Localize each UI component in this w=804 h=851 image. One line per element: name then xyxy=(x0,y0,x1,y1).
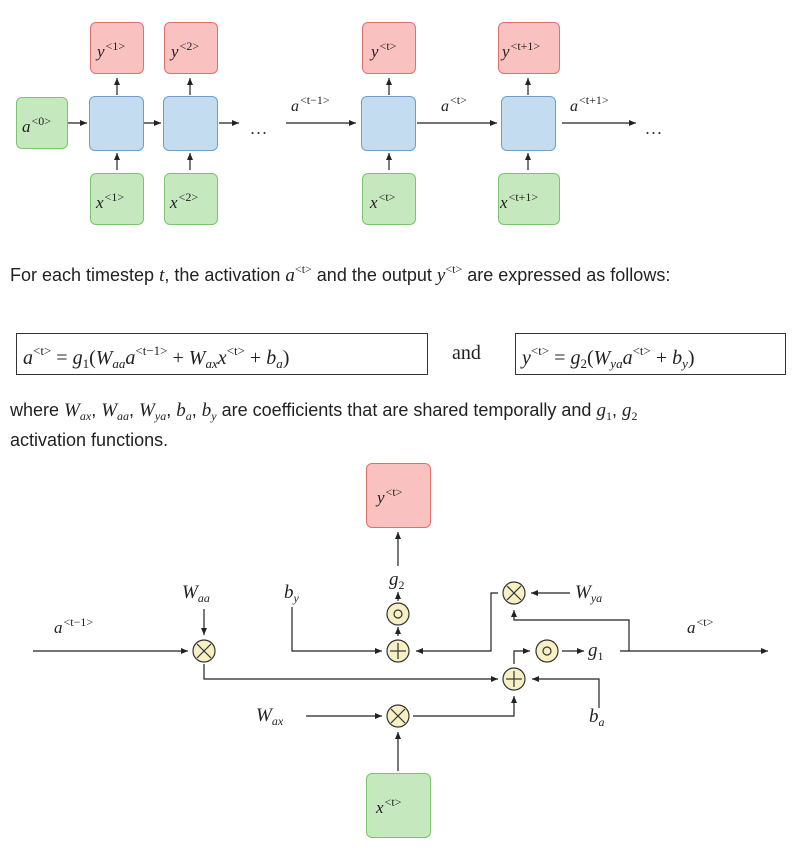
a-input-label: a<t−1> xyxy=(54,615,94,637)
activation-equation: a<t> = g1(Waaa<t−1> + Waxx<t> + ba) xyxy=(16,333,428,375)
activation-icon-g1 xyxy=(535,639,559,663)
ellipsis-2: ... xyxy=(645,118,664,138)
x2-label: x<2> xyxy=(170,190,199,212)
a0-label: a<0> xyxy=(22,114,52,136)
Wax-label: Wax xyxy=(256,705,284,728)
a-output-label: a<t> xyxy=(687,615,714,637)
yt-label: y<t> xyxy=(371,39,397,61)
x-input-label: x<t> xyxy=(376,795,402,817)
yt1-label: y<t+1> xyxy=(502,39,541,61)
ba-label: ba xyxy=(589,706,605,729)
xt1-label: x<t+1> xyxy=(500,190,539,212)
xt1-input-box xyxy=(498,173,560,225)
activation-icon-g2 xyxy=(386,602,410,626)
Waa-label: Waa xyxy=(182,582,210,605)
yt1-output-box xyxy=(498,22,560,74)
sentence-timestep: For each timestep t, the activation a<t>… xyxy=(10,262,671,286)
y-output-box xyxy=(366,463,431,528)
multiply-icon-wya xyxy=(502,581,526,605)
output-equation: y<t> = g2(Wyaa<t> + by) xyxy=(515,333,786,375)
y1-output-box xyxy=(90,22,144,74)
x1-label: x<1> xyxy=(96,190,125,212)
a-tm1-label: a<t−1> xyxy=(291,93,330,115)
xt-input-box xyxy=(362,173,416,225)
sentence-coefficients-line2: activation functions. xyxy=(10,430,169,450)
a-t-label: a<t> xyxy=(441,93,467,115)
a0-input-box xyxy=(16,97,68,149)
rnn-cell-t1 xyxy=(501,96,556,151)
x1-input-box xyxy=(90,173,144,225)
plus-icon-bottom xyxy=(502,667,526,691)
by-label: by xyxy=(284,582,299,605)
and-word: and xyxy=(452,342,481,364)
yt-output-box xyxy=(362,22,416,74)
multiply-icon-wax xyxy=(386,704,410,728)
sentence-coefficients: where Wax, Waa, Wya, ba, by are coeffici… xyxy=(10,400,638,423)
plus-icon-top xyxy=(386,639,410,663)
y2-label: y<2> xyxy=(171,39,200,61)
y1-label: y<1> xyxy=(97,39,126,61)
ellipsis-1: ... xyxy=(250,118,269,138)
rnn-cell-2 xyxy=(163,96,218,151)
rnn-cell-t xyxy=(361,96,416,151)
y2-output-box xyxy=(164,22,218,74)
g2-label: g2 xyxy=(389,569,405,592)
x2-input-box xyxy=(164,173,218,225)
multiply-icon-waa xyxy=(192,639,216,663)
y-output-label: y<t> xyxy=(377,485,403,507)
a-tp1-label: a<t+1> xyxy=(570,93,609,115)
xt-label: x<t> xyxy=(370,190,396,212)
rnn-cell-1 xyxy=(89,96,144,151)
g1-label: g1 xyxy=(588,640,604,663)
x-input-box xyxy=(366,773,431,838)
Wya-label: Wya xyxy=(575,582,603,605)
